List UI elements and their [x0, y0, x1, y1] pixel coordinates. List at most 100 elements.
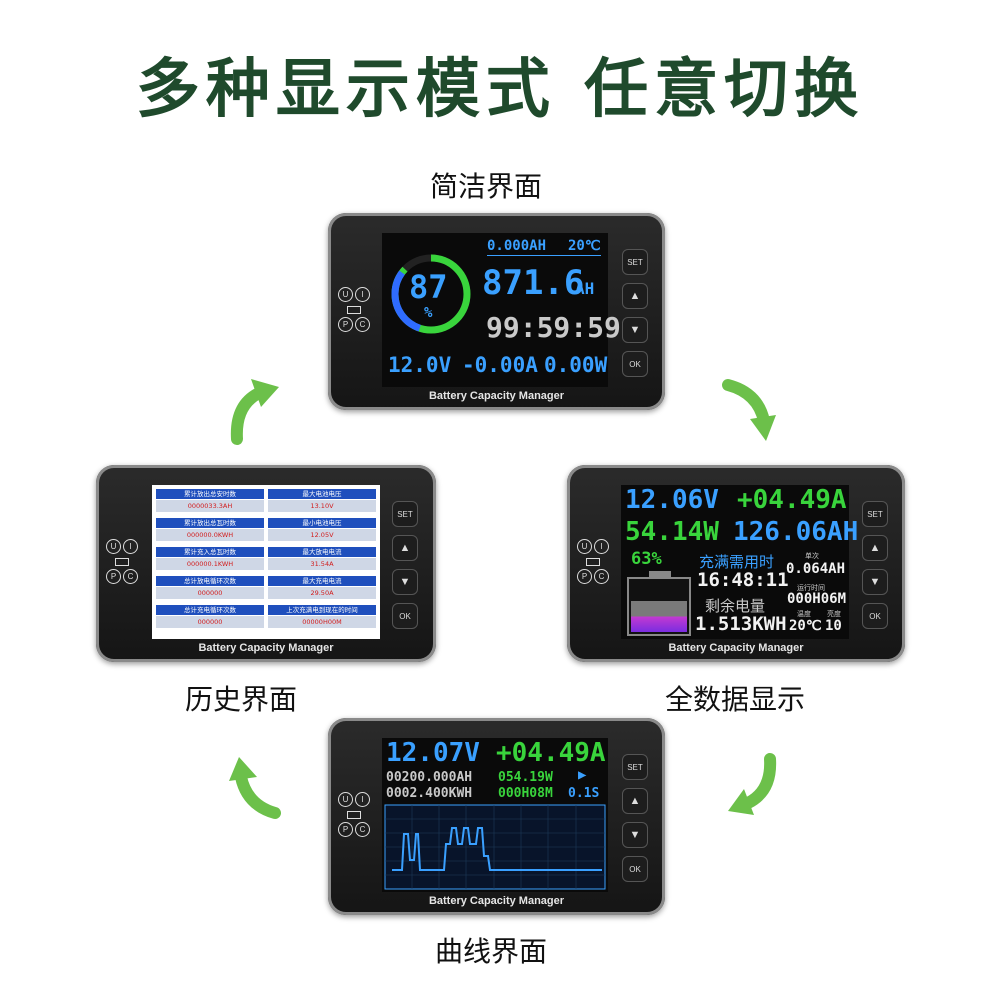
caption-full: 全数据显示 [665, 683, 806, 716]
headline: 多种显示模式 任意切换 [135, 53, 865, 127]
capacity-icon: C [355, 822, 370, 837]
power-value: 54.14W [625, 517, 719, 547]
top-ah: 0.000AH [487, 238, 547, 254]
bright-label: 亮度 [827, 610, 841, 618]
run-label: 运行时间 [797, 584, 825, 592]
percent-sign: % [424, 305, 433, 321]
charge-time-label: 充满需用时 [699, 553, 775, 571]
up-button[interactable]: ▲ [622, 283, 648, 309]
capacity-icon: C [594, 569, 609, 584]
caption-history: 历史界面 [185, 683, 298, 716]
device-simple: U I P C 0.000AH 20℃ 87 % 871.6 AH 99:59:… [328, 213, 665, 410]
down-button[interactable]: ▼ [622, 317, 648, 343]
voltage-icon: U [577, 539, 592, 554]
mode-icons: U I P C [338, 287, 370, 335]
caption-simple: 简洁界面 [430, 170, 543, 203]
up-button[interactable]: ▲ [622, 788, 648, 814]
voltage-value: 12.06V [625, 485, 719, 515]
caption-curve: 曲线界面 [435, 935, 548, 968]
power-value: 0.00W [544, 353, 608, 377]
power-icon: P [106, 569, 121, 584]
remain-label: 剩余电量 [705, 597, 766, 615]
temp-value: 20℃ [789, 618, 822, 634]
play-icon[interactable]: ▶ [578, 767, 587, 783]
down-button[interactable]: ▼ [392, 569, 418, 595]
remain-value: 1.513KWH [695, 613, 787, 635]
current-value: -0.00A [462, 353, 538, 377]
battery-fill [631, 600, 687, 632]
up-button[interactable]: ▲ [392, 535, 418, 561]
battery-icon [586, 558, 600, 566]
power-value: 054.19W [498, 770, 553, 785]
power-icon: P [338, 317, 353, 332]
voltage-value: 12.0V [388, 353, 452, 377]
battery-cap [649, 571, 671, 577]
set-button[interactable]: SET [392, 501, 418, 527]
voltage-value: 12.07V [386, 738, 480, 768]
charge-time-value: 16:48:11 [697, 569, 789, 591]
run-value: 000H06M [787, 591, 847, 607]
set-button[interactable]: SET [862, 501, 888, 527]
percent-ring [391, 254, 471, 334]
battery-icon [347, 306, 361, 314]
interval-value: 0.1S [568, 786, 600, 801]
ok-button[interactable]: OK [622, 856, 648, 882]
set-button[interactable]: SET [622, 754, 648, 780]
mode-icons: U I P C [338, 792, 370, 840]
cycle-arrow-left-down-icon [728, 753, 777, 815]
device-curve: U I P C 12.07V +04.49A 00200.000AH 054.1… [328, 718, 665, 915]
current-icon: I [355, 792, 370, 807]
screen-full: 12.06V +04.49A 54.14W 126.06AH 63% 充满需用时… [621, 485, 858, 639]
cycle-arrow-left-up-icon [229, 757, 281, 819]
capacity-value: 126.06AH [733, 517, 859, 547]
percent-value: 87 [409, 268, 448, 306]
temp-label: 温度 [797, 610, 811, 618]
down-button[interactable]: ▼ [862, 569, 888, 595]
capacity-icon: C [355, 317, 370, 332]
brand-label: Battery Capacity Manager [668, 642, 804, 654]
run-time-value: 000H08M [498, 786, 553, 801]
top-divider [487, 255, 601, 256]
battery-icon [115, 558, 129, 566]
curve-line [392, 827, 602, 871]
ok-button[interactable]: OK [622, 351, 648, 377]
power-icon: P [338, 822, 353, 837]
mode-icons: U I P C [106, 539, 138, 587]
kwh-value: 0002.400KWH [386, 786, 473, 801]
percent-value: 63% [631, 549, 662, 569]
ah-value: 00200.000AH [386, 770, 473, 785]
capacity-unit: AH [575, 279, 595, 298]
brand-label: Battery Capacity Manager [198, 642, 334, 654]
set-button[interactable]: SET [622, 249, 648, 275]
current-curve-plot [384, 804, 606, 890]
power-icon: P [577, 569, 592, 584]
voltage-icon: U [338, 792, 353, 807]
current-value: +04.49A [496, 738, 606, 768]
single-label: 单次 [805, 552, 819, 560]
current-icon: I [123, 539, 138, 554]
screen-simple: 0.000AH 20℃ 87 % 871.6 AH 99:59:59 12.0V… [382, 233, 621, 387]
screen-curve: 12.07V +04.49A 00200.000AH 054.19W ▶ 000… [382, 738, 608, 892]
up-button[interactable]: ▲ [862, 535, 888, 561]
voltage-icon: U [106, 539, 121, 554]
cycle-arrow-right-down-icon [722, 379, 776, 441]
ok-button[interactable]: OK [392, 603, 418, 629]
single-value: 0.064AH [786, 561, 846, 577]
current-icon: I [355, 287, 370, 302]
cycle-arrow-up-icon [230, 379, 279, 445]
battery-gauge [627, 577, 691, 636]
brand-label: Battery Capacity Manager [428, 895, 565, 907]
down-button[interactable]: ▼ [622, 822, 648, 848]
ok-button[interactable]: OK [862, 603, 888, 629]
